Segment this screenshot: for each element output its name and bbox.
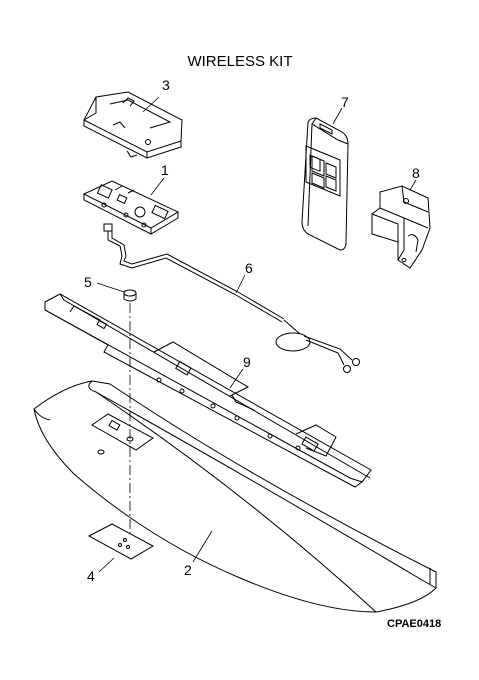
callout-9: 9	[243, 354, 251, 370]
part-8-remote-holder	[371, 185, 431, 269]
callout-6: 6	[245, 260, 253, 276]
part-1-pc-board	[82, 180, 180, 235]
part-4-label-plate	[87, 523, 155, 560]
leader-9	[229, 368, 244, 389]
leader-8	[409, 179, 417, 191]
part-6-lead-wire	[103, 223, 360, 373]
callout-7: 7	[341, 94, 349, 110]
diagram-title: WIRELESS KIT	[187, 53, 292, 70]
leader-7	[332, 107, 343, 125]
callout-3: 3	[162, 77, 170, 93]
leader-6	[235, 274, 246, 294]
callout-5: 5	[84, 274, 92, 290]
leader-3	[142, 96, 160, 113]
callout-8: 8	[412, 165, 420, 181]
part-7-remote-controller	[301, 117, 349, 251]
callout-2: 2	[184, 562, 192, 578]
part-9-mounting-bracket	[44, 293, 372, 488]
leader-4	[98, 557, 115, 573]
leader-1	[150, 177, 165, 196]
leader-2	[192, 530, 213, 563]
callout-1: 1	[161, 162, 169, 178]
drawing-code: CPAE0418	[387, 618, 441, 630]
part-2-front-panel	[33, 380, 437, 613]
leader-5	[96, 282, 125, 293]
callout-4: 4	[87, 568, 95, 584]
part-5-fastener	[123, 289, 137, 302]
part-3-cover	[83, 91, 183, 159]
